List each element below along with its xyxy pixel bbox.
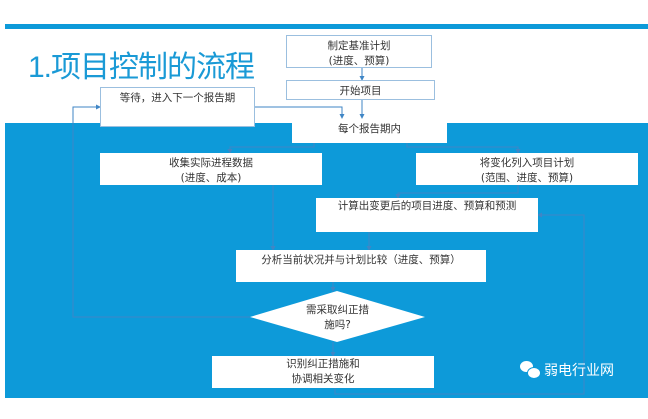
- add-changes-sublabel: (范围、进度、预算): [480, 172, 574, 184]
- connector-loop-identify-calc: [334, 212, 585, 395]
- connector-wait-period: [255, 106, 345, 119]
- wait-next-period-box: 等待，进入下一个报告期: [100, 87, 255, 127]
- calculate-box: 计算出变更后的项目进度、预算和预测: [316, 198, 538, 232]
- add-changes-label: 将变化列入项目计划: [479, 157, 575, 169]
- baseline-plan-box: 制定基准计划 (进度、预算): [286, 35, 432, 68]
- calculate-label: 计算出变更后的项目进度、预算和预测: [337, 200, 517, 212]
- collect-data-label: 收集实际进程数据: [169, 157, 253, 169]
- collect-data-box: 收集实际进程数据 (进度、成本): [100, 153, 322, 185]
- header-rule: [5, 24, 648, 29]
- wait-next-period-label: 等待，进入下一个报告期: [119, 92, 236, 104]
- analyze-box: 分析当前状况并与计划比较（进度、预算）: [236, 250, 486, 282]
- each-period-box: 每个报告期内: [292, 119, 447, 143]
- add-changes-box: 将变化列入项目计划 (范围、进度、预算): [416, 153, 638, 185]
- baseline-plan-sublabel: (进度、预算): [328, 55, 390, 67]
- identify-sublabel: 协调相关变化: [291, 373, 355, 385]
- each-period-label: 每个报告期内: [338, 123, 401, 135]
- decision-label: 需采取纠正措: [306, 304, 369, 316]
- watermark: 弱电行业网: [520, 360, 614, 380]
- identify-label: 识别纠正措施和: [286, 358, 360, 370]
- decision-text: 需采取纠正措 施吗?: [250, 303, 425, 333]
- connector-period-collect: [227, 143, 315, 154]
- baseline-plan-label: 制定基准计划: [327, 40, 391, 52]
- wechat-icon: [520, 361, 541, 379]
- connector-loop-no: [72, 104, 250, 318]
- decision-sublabel: 施吗?: [324, 319, 351, 331]
- watermark-text: 弱电行业网: [544, 363, 614, 379]
- connector-changes-calc: [395, 185, 519, 199]
- start-project-label: 开始项目: [339, 85, 382, 97]
- decision-diamond: [250, 291, 425, 342]
- collect-data-sublabel: (进度、成本): [180, 172, 242, 184]
- slide-title: 1.项目控制的流程: [28, 51, 255, 84]
- analyze-label: 分析当前状况并与计划比较（进度、预算）: [261, 254, 461, 266]
- start-project-box: 开始项目: [286, 80, 435, 100]
- identify-box: 识别纠正措施和 协调相关变化: [212, 356, 434, 388]
- connector-period-changes: [406, 143, 521, 154]
